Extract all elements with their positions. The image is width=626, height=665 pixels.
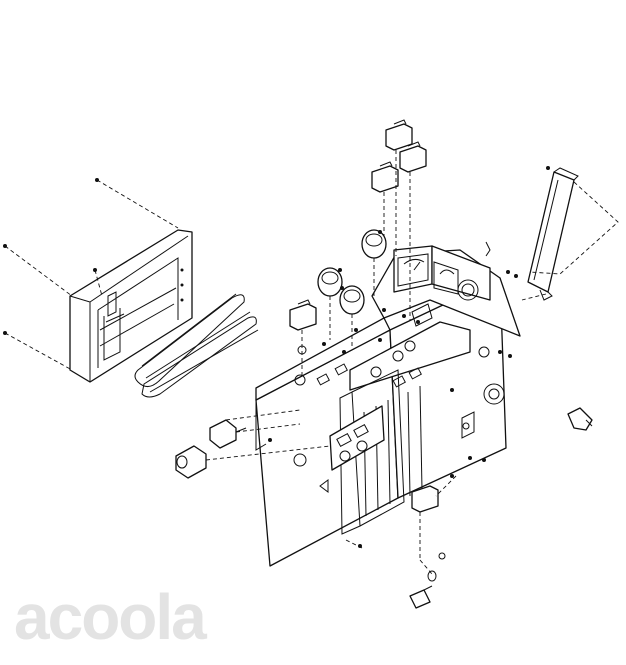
gauge-panel [393, 245, 491, 327]
sensor-probe [567, 407, 593, 431]
housing-fastener-lines [4, 179, 179, 371]
connector-fittings [175, 419, 247, 479]
assembly-guide-lines [205, 150, 457, 575]
heater-tubes [134, 293, 259, 398]
indicator-lamps [289, 119, 439, 513]
drain-valve [409, 552, 446, 609]
side-rail [521, 166, 619, 301]
fastener-screws [268, 230, 518, 548]
watermark-text: acoola [14, 581, 207, 653]
rear-box-housing [3, 178, 193, 383]
